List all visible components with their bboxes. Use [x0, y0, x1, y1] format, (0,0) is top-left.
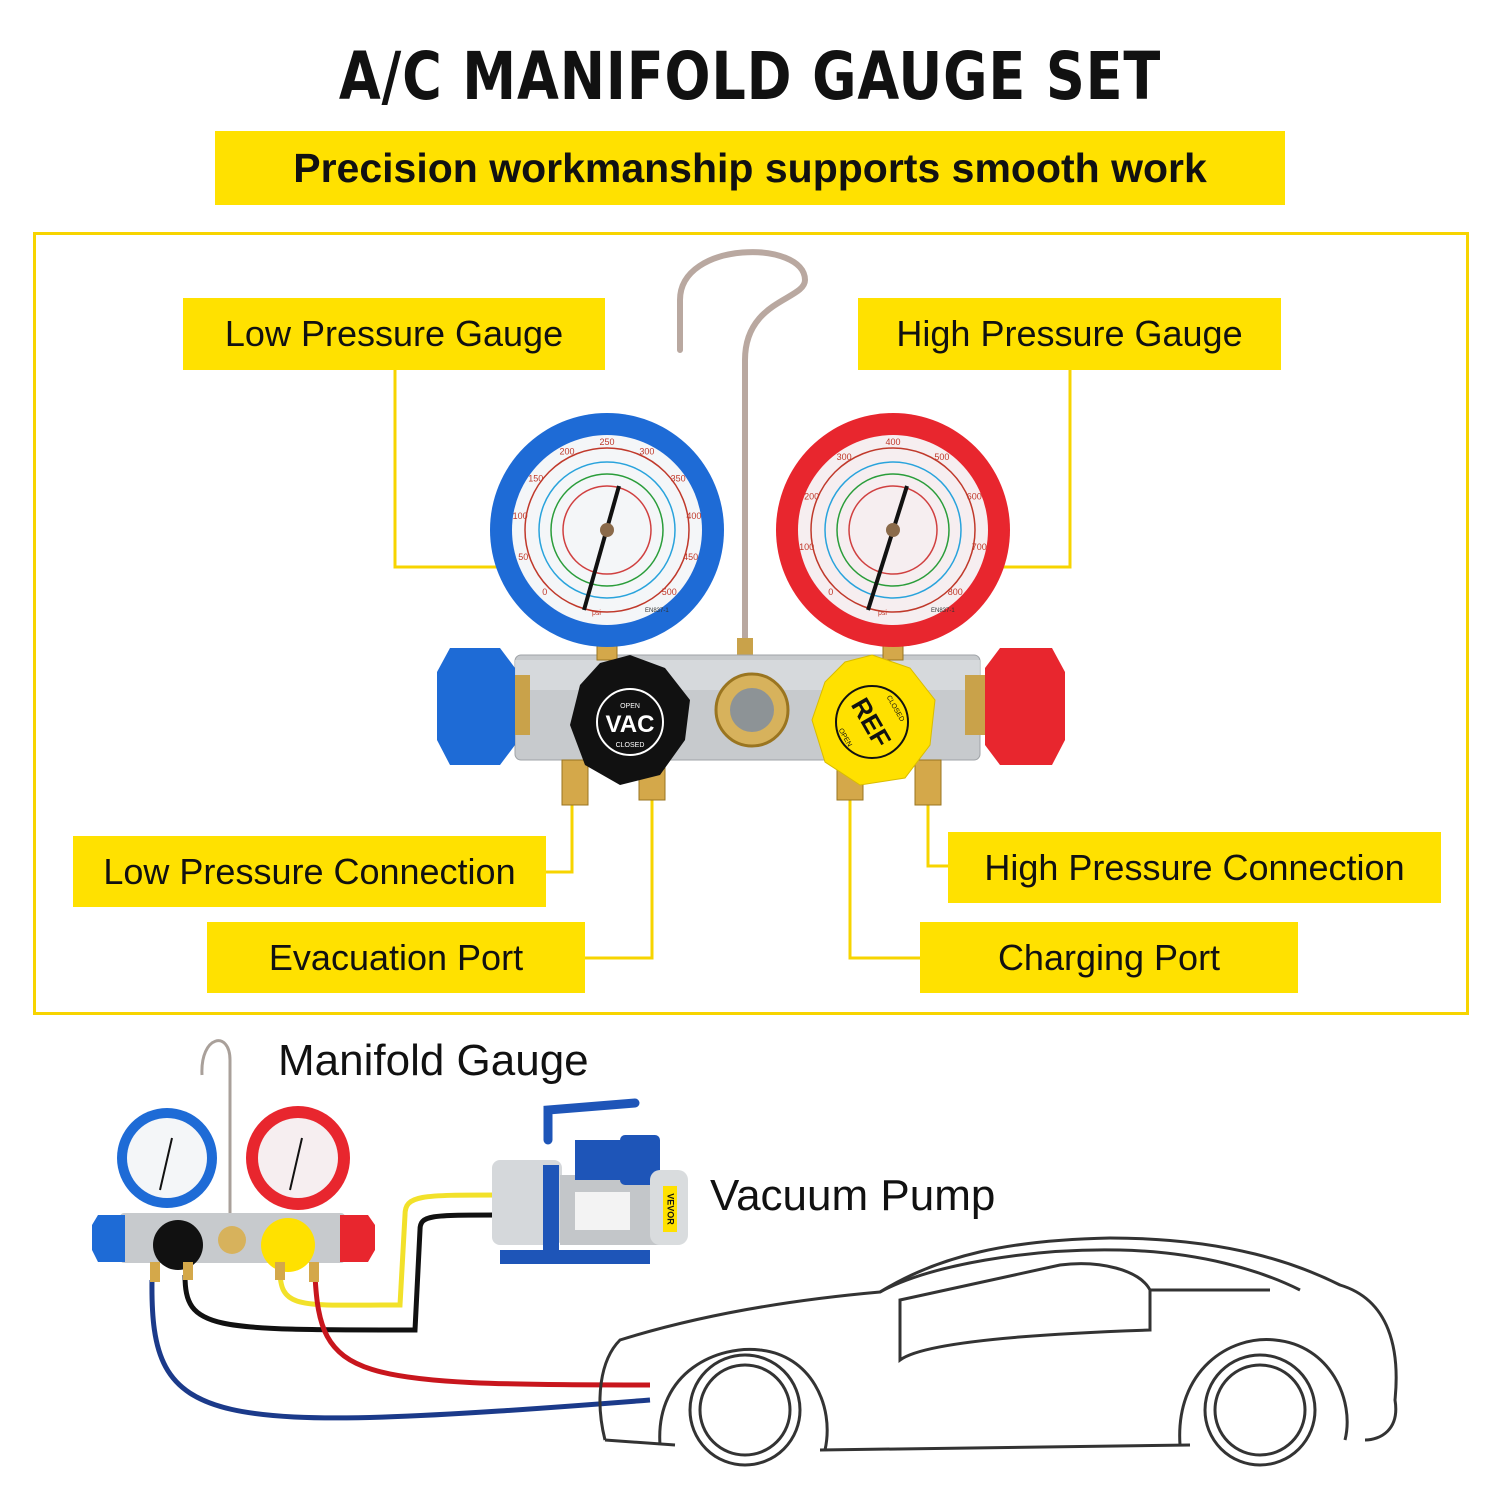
gauge-scale-label: 300 [639, 447, 654, 457]
label-high-pressure-gauge: High Pressure Gauge [858, 298, 1281, 370]
pump-brand-label: VEVOR [666, 1193, 676, 1225]
gauge-unit-label: psi [878, 610, 887, 617]
gauge-scale-label: 50 [518, 552, 528, 562]
label-low-pressure-connection: Low Pressure Connection [73, 836, 546, 907]
gauge-scale-label: 100 [799, 542, 814, 552]
vac-closed-label: CLOSED [616, 742, 645, 749]
black-hose [182, 1212, 501, 1333]
label-charging-port: Charging Port [920, 922, 1298, 993]
gauge-model-label: EN837-1 [645, 608, 669, 614]
sight-glass [714, 672, 790, 748]
gauge-scale-label: 600 [967, 491, 982, 501]
low-pressure-gauge: 0 50 100 150 200 250 300 350 400 450 500 psi EN837-1 [490, 413, 724, 647]
gauge-scale-label: 250 [599, 437, 614, 447]
gauge-scale-label: 100 [513, 511, 528, 521]
gauge-unit-label: psi [592, 610, 601, 617]
high-side-coupler [985, 648, 1065, 765]
yellow-hose [277, 1192, 501, 1308]
page-title: A/C MANIFOLD GAUGE SET [338, 38, 1162, 115]
gauge-needle [582, 485, 621, 611]
vacuum-pump-illustration [492, 1098, 688, 1264]
gauge-scale-label: 450 [683, 552, 698, 562]
gauge-scale-label: 200 [804, 491, 819, 501]
low-side-coupler [437, 648, 515, 765]
gauge-scale-label: 400 [885, 437, 900, 447]
caption-vacuum-pump: Vacuum Pump [710, 1171, 996, 1220]
label-evacuation-port: Evacuation Port [207, 922, 585, 993]
vac-knob-label: VAC [606, 711, 655, 738]
car-outline [598, 1236, 1398, 1467]
gauge-scale-label: 350 [671, 473, 686, 483]
gauge-scale-label: 800 [948, 587, 963, 597]
label-high-pressure-connection: High Pressure Connection [948, 832, 1441, 903]
red-hose [312, 1274, 651, 1388]
gauge-scale-label: 0 [828, 587, 833, 597]
small-manifold-gauge [92, 1039, 375, 1282]
gauge-model-label: EN837-1 [931, 608, 955, 614]
subtitle-banner: Precision workmanship supports smooth wo… [215, 131, 1285, 205]
gauge-scale-label: 500 [934, 452, 949, 462]
gauge-scale-label: 0 [542, 587, 547, 597]
gauge-scale-label: 150 [528, 473, 543, 483]
ref-knob[interactable] [811, 654, 936, 786]
gauge-scale-label: 200 [560, 447, 575, 457]
product-frame [33, 232, 1469, 1015]
vac-knob[interactable] [570, 655, 690, 785]
brand-label-plate [663, 1186, 677, 1232]
blue-hose [149, 1279, 651, 1421]
hanger-hook [677, 249, 809, 653]
gauge-scale-label: 700 [972, 542, 987, 552]
vac-open-label: OPEN [620, 703, 640, 710]
gauge-scale-label: 400 [686, 511, 701, 521]
caption-manifold-gauge: Manifold Gauge [278, 1036, 589, 1085]
gauge-scale-label: 500 [662, 587, 677, 597]
gauge-needle [866, 485, 909, 611]
label-low-pressure-gauge: Low Pressure Gauge [183, 298, 605, 370]
gauge-scale-label: 300 [837, 452, 852, 462]
high-pressure-gauge: 0 100 200 300 400 500 600 700 800 psi EN837-1 [776, 413, 1010, 647]
